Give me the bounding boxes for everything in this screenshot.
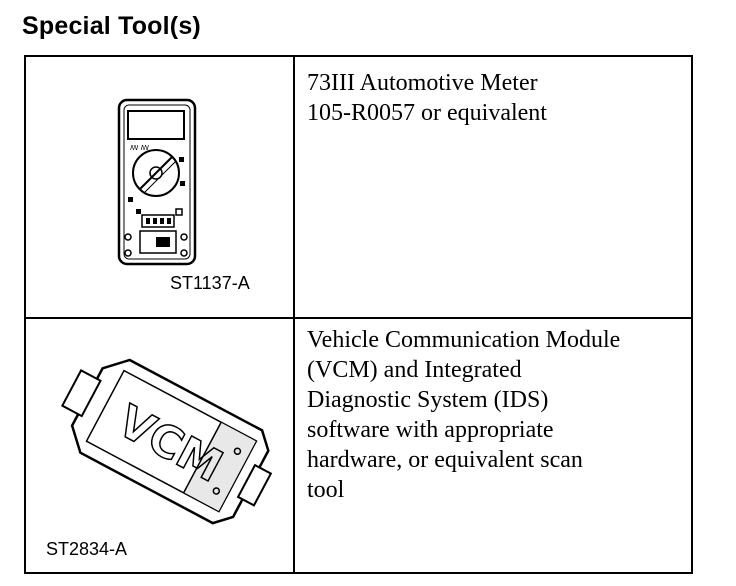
- tool-description: Vehicle Communication Module (VCM) and I…: [307, 327, 621, 503]
- special-tools-table: ꟿ ꟿ ST1137-A 73III Automotive Meter 105-…: [24, 55, 693, 574]
- vcm-module-icon: VCM: [60, 358, 273, 525]
- svg-text:ꟿ ꟿ: ꟿ ꟿ: [130, 144, 150, 152]
- multimeter-icon: ꟿ ꟿ: [117, 98, 197, 266]
- illustration-label: ST1137-A: [170, 273, 250, 293]
- column-divider: [293, 57, 295, 572]
- illustration-label: ST2834-A: [46, 539, 128, 559]
- row-divider: [26, 317, 691, 319]
- tool-description: 73III Automotive Meter 105-R0057 or equi…: [307, 70, 547, 126]
- page-title: Special Tool(s): [22, 12, 201, 40]
